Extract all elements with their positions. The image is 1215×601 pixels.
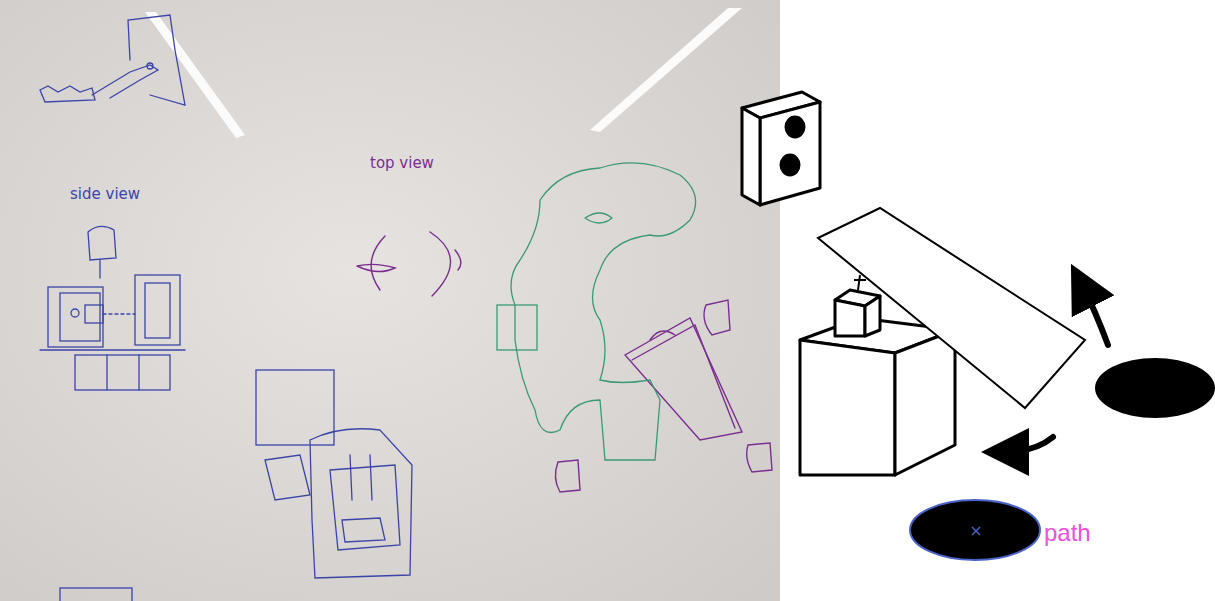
whiteboard	[0, 0, 780, 601]
view-label: top view	[370, 155, 434, 172]
black-ellipse	[1095, 358, 1215, 418]
light-reflection	[590, 8, 742, 132]
view-label: side view	[70, 186, 140, 203]
panel	[818, 208, 1085, 408]
motion-arrow	[1082, 285, 1108, 345]
speaker	[742, 92, 820, 205]
centre-mark	[972, 527, 980, 535]
light-reflection	[145, 12, 245, 138]
blue-sketch	[40, 15, 412, 601]
motion-arrow	[1005, 437, 1053, 452]
green-sketch	[497, 163, 696, 460]
purple-sketch	[357, 232, 772, 492]
path-label: path	[1044, 520, 1091, 546]
path-ellipse	[910, 500, 1040, 560]
